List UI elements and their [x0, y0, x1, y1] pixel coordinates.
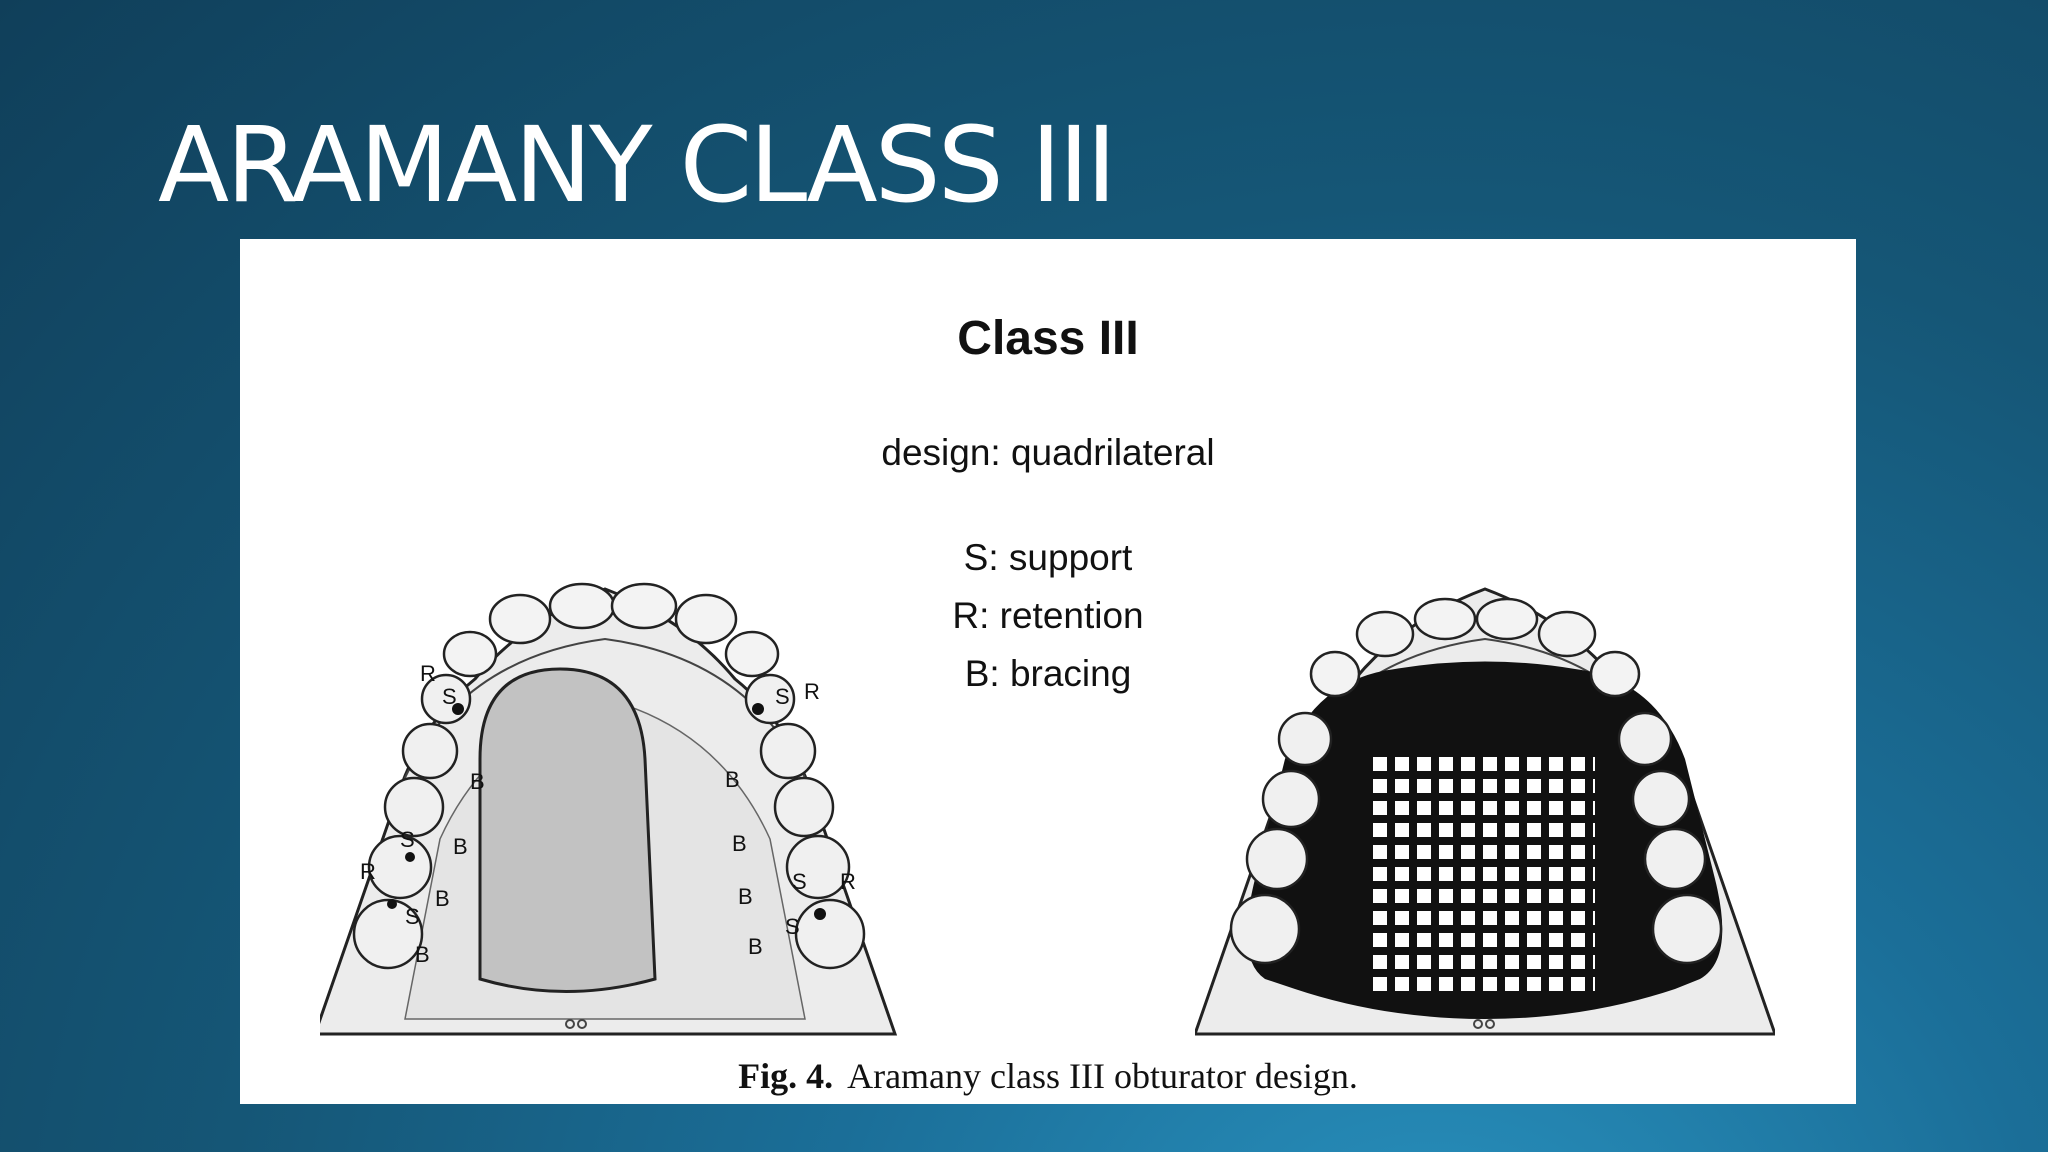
mesh-bar — [1475, 749, 1483, 999]
mark-support: S — [400, 827, 415, 852]
mesh-bar — [1497, 749, 1505, 999]
mesh-bar — [1365, 991, 1595, 999]
mesh-bar — [1365, 749, 1595, 757]
mesh-bar — [1409, 749, 1417, 999]
mark-support: S — [792, 869, 807, 894]
mark-support: S — [785, 914, 800, 939]
legend-bracing: B: bracing — [964, 653, 1132, 694]
mesh-bar — [1519, 749, 1527, 999]
mesh-bar — [1365, 859, 1595, 867]
mark-bracing: B — [738, 884, 753, 909]
mark-bracing: B — [453, 834, 468, 859]
mark-bracing: B — [435, 886, 450, 911]
mark-bracing: B — [748, 934, 763, 959]
mesh-bar — [1365, 925, 1595, 933]
mark-support: S — [442, 684, 457, 709]
mark-retention: R — [804, 679, 820, 704]
mesh-bar — [1365, 903, 1595, 911]
mesh-bar — [1387, 749, 1395, 999]
mesh-bar — [1585, 749, 1593, 999]
mesh-bar — [1563, 749, 1571, 999]
maxilla-design-illustration: R S S R B B B B S B B R R S S S B B — [320, 582, 898, 1036]
mesh-bar — [1365, 881, 1595, 889]
mesh-bar — [1365, 837, 1595, 845]
design-label: design: quadrilateral — [881, 432, 1215, 473]
figure-heading: Class III — [957, 312, 1139, 365]
obturator-framework-illustration — [1195, 587, 1775, 1036]
mark-bracing: B — [415, 942, 430, 967]
mesh-bar — [1365, 793, 1595, 801]
mesh-bar — [1541, 749, 1549, 999]
obturator-mesh — [1365, 749, 1595, 999]
mark-retention: R — [420, 661, 436, 686]
legend-retention: R: retention — [952, 595, 1144, 636]
mark-bracing: B — [470, 769, 485, 794]
mark-retention: R — [360, 859, 376, 884]
legend-support: S: support — [963, 537, 1133, 578]
mesh-bar — [1365, 969, 1595, 977]
mesh-bar — [1431, 749, 1439, 999]
mark-support: S — [775, 684, 790, 709]
mesh-bar — [1365, 815, 1595, 823]
caption-label: Fig. 4. — [738, 1056, 834, 1096]
mark-bracing: B — [732, 831, 747, 856]
caption-text: Aramany class III obturator design. — [847, 1056, 1358, 1096]
mark-support: S — [405, 904, 420, 929]
mesh-bar — [1365, 771, 1595, 779]
mark-bracing: B — [725, 767, 740, 792]
figure-caption: Fig. 4. Aramany class III obturator desig… — [240, 1055, 1856, 1097]
mesh-bar — [1365, 749, 1373, 999]
figure-panel: Class III design: quadrilateral S: suppo… — [240, 239, 1856, 1104]
mesh-bar — [1453, 749, 1461, 999]
mark-retention: R — [840, 869, 856, 894]
legend: S: support R: retention B: bracing — [240, 529, 1856, 703]
slide-title: ARAMANY CLASS III — [158, 104, 1117, 226]
mesh-bar — [1365, 947, 1595, 955]
